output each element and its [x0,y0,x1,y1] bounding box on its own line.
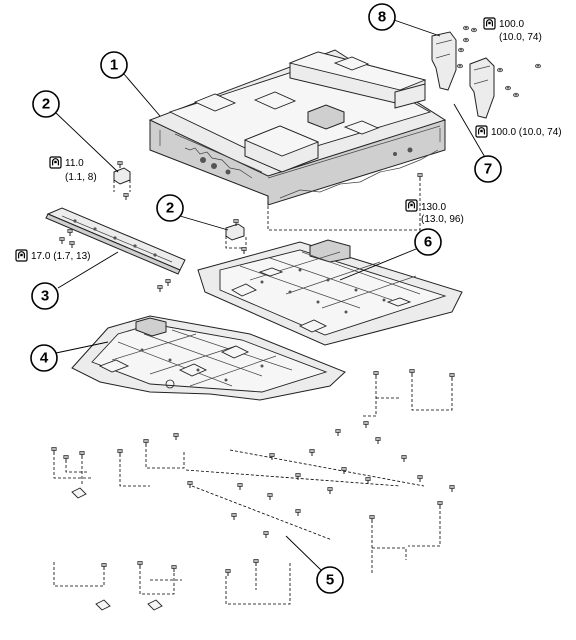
svg-text:(10.0, 74): (10.0, 74) [499,32,542,43]
cross-member-part-3 [45,207,186,293]
callout-3: 3 [31,282,59,310]
svg-text:100.0: 100.0 [499,19,524,30]
leader-lines [55,19,487,572]
torque-wrench-icon [49,156,62,169]
callout-6: 6 [414,228,442,256]
svg-text:(13.0, 96): (13.0, 96) [421,214,464,225]
bracket-part-7 [456,57,542,119]
bolt-guide-line [267,178,421,231]
torque-spec-100-lower: 100.0 (10.0, 74) [475,125,562,138]
svg-text:7: 7 [484,161,492,178]
svg-text:2: 2 [166,200,174,217]
callout-7: 7 [474,155,502,183]
fastener-pattern-part-5 [51,369,455,611]
svg-text:4: 4 [40,350,49,367]
callout-1: 1 [100,51,128,79]
svg-text:(1.1, 8): (1.1, 8) [65,172,97,183]
torque-spec-130: 130.0 (13.0, 96) [405,199,464,225]
battery-pack-part-1 [148,49,447,206]
torque-wrench-icon [15,249,28,262]
callout-5: 5 [316,566,344,594]
svg-text:17.0 (1.7, 13): 17.0 (1.7, 13) [31,251,90,262]
torque-spec-11: 11.0 (1.1, 8) [49,156,97,183]
svg-text:6: 6 [424,234,432,251]
svg-text:2: 2 [42,96,50,113]
callout-2-upper: 2 [32,90,60,118]
svg-text:100.0 (10.0, 74): 100.0 (10.0, 74) [491,127,562,138]
bracket-part-8 [431,25,478,91]
torque-wrench-icon [405,199,418,212]
svg-text:11.0: 11.0 [65,158,84,169]
torque-wrench-icon [475,125,488,138]
callout-2-lower: 2 [156,194,184,222]
clip-bracket-part-2a [113,161,131,201]
torque-spec-100-upper: 100.0 (10.0, 74) [483,17,542,43]
svg-text:1: 1 [110,57,118,74]
svg-text:130.0: 130.0 [421,202,446,213]
svg-text:3: 3 [41,288,49,305]
callout-8: 8 [368,3,396,31]
torque-wrench-icon [483,17,496,30]
svg-text:5: 5 [326,572,334,589]
torque-spec-17: 17.0 (1.7, 13) [15,249,90,262]
undercover-part-4 [71,315,346,401]
callout-4: 4 [30,344,58,372]
clip-bracket-part-2b [225,219,247,255]
undercover-part-6 [197,239,463,346]
svg-text:8: 8 [378,9,386,26]
